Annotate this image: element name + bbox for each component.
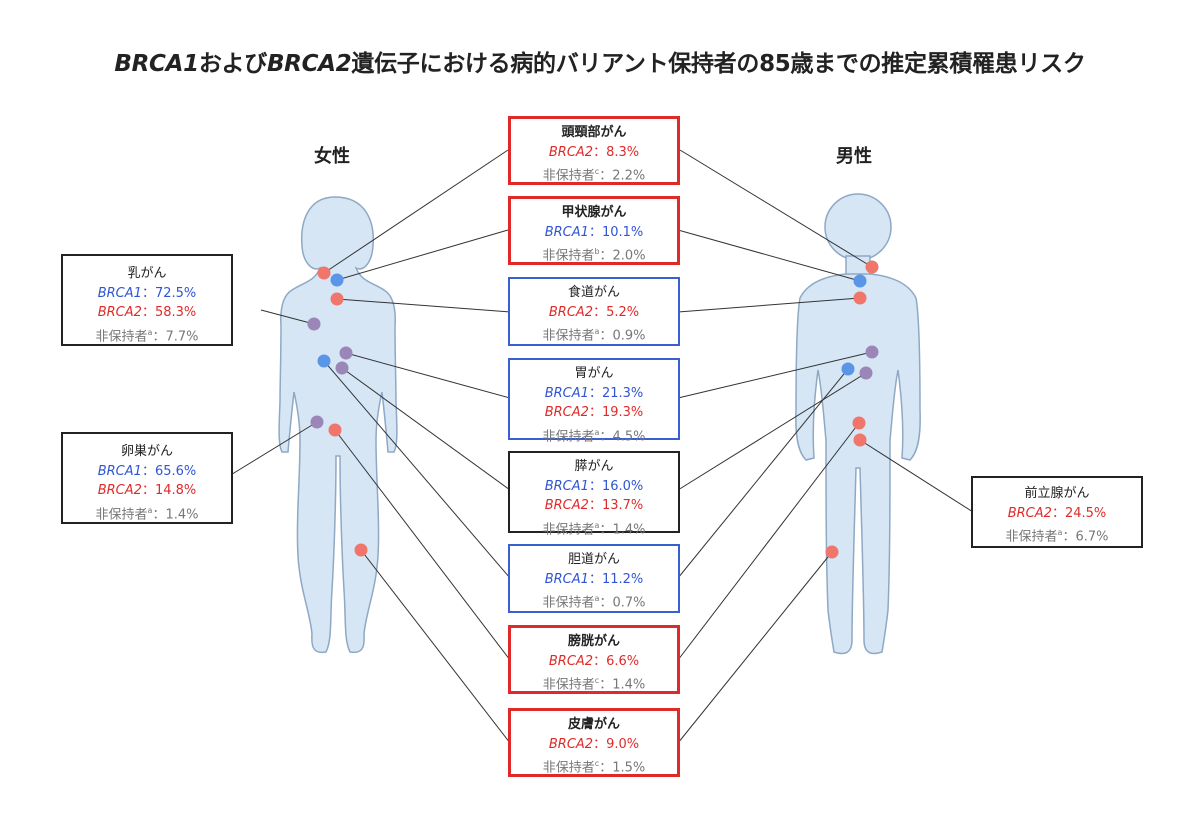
box-title: 甲状腺がん — [561, 205, 627, 220]
box-title: 頭頸部がん — [561, 125, 627, 140]
female-bladder-dot — [328, 423, 342, 437]
female-thyroid-dot — [330, 273, 344, 287]
box-title: 卵巣がん — [120, 444, 173, 459]
female-dots — [307, 266, 368, 557]
connector-lines — [228, 149, 974, 744]
box-biliary-cancer: 胆道がん BRCA1：11.2% 非保持者a：0.7% — [508, 544, 680, 613]
male-head-neck-dot — [865, 260, 879, 274]
box-head-neck-cancer: 頭頸部がん BRCA2：8.3% 非保持者c：2.2% — [508, 116, 680, 185]
male-esophagus-dot — [853, 291, 867, 305]
male-biliary-dot — [841, 362, 855, 376]
box-stomach-cancer: 胃がん BRCA1：21.3% BRCA2：19.3% 非保持者a：4.5% — [508, 358, 680, 444]
box-esophageal-cancer: 食道がん BRCA2：5.2% 非保持者a：0.9% — [508, 277, 680, 346]
box-title: 胃がん — [574, 366, 614, 381]
box-prostate-cancer: 前立腺がん BRCA2：24.5% 非保持者a：6.7% — [971, 476, 1143, 548]
female-head-neck-dot — [317, 266, 331, 280]
female-skin-dot — [354, 543, 368, 557]
male-label: 男性 — [836, 146, 872, 167]
box-title: 前立腺がん — [1024, 486, 1090, 501]
box-ovarian-cancer: 卵巣がん BRCA1：65.6% BRCA2：14.8% 非保持者a：1.4% — [61, 432, 233, 524]
male-prostate-dot — [853, 433, 867, 447]
box-title: 膀胱がん — [567, 634, 620, 649]
female-ovary-dot — [310, 415, 324, 429]
box-title: 皮膚がん — [567, 717, 620, 732]
male-stomach-dot — [865, 345, 879, 359]
male-bladder-dot — [852, 416, 866, 430]
male-skin-dot — [825, 545, 839, 559]
page-title: BRCA1およびBRCA2遺伝子における病的バリアント保持者の85歳までの推定累… — [114, 51, 1086, 77]
female-biliary-dot — [317, 354, 331, 368]
female-stomach-dot — [339, 346, 353, 360]
box-breast-cancer: 乳がん BRCA1：72.5% BRCA2：58.3% 非保持者a：7.7% — [61, 254, 233, 346]
male-pancreas-dot — [859, 366, 873, 380]
box-pancreatic-cancer: 膵がん BRCA1：16.0% BRCA2：13.7% 非保持者a：1.4% — [508, 451, 680, 537]
box-title: 食道がん — [567, 285, 620, 300]
box-title: 乳がん — [127, 266, 167, 281]
box-title: 膵がん — [574, 459, 614, 474]
box-skin-cancer: 皮膚がん BRCA2：9.0% 非保持者c：1.5% — [508, 708, 680, 777]
female-label: 女性 — [314, 146, 350, 167]
box-bladder-cancer: 膀胱がん BRCA2：6.6% 非保持者c：1.4% — [508, 625, 680, 694]
female-esophagus-dot — [330, 292, 344, 306]
female-pancreas-dot — [335, 361, 349, 375]
female-breast-dot — [307, 317, 321, 331]
box-thyroid-cancer: 甲状腺がん BRCA1：10.1% 非保持者b：2.0% — [508, 196, 680, 265]
male-dots — [825, 260, 879, 559]
box-title: 胆道がん — [567, 552, 620, 567]
male-thyroid-dot — [853, 274, 867, 288]
